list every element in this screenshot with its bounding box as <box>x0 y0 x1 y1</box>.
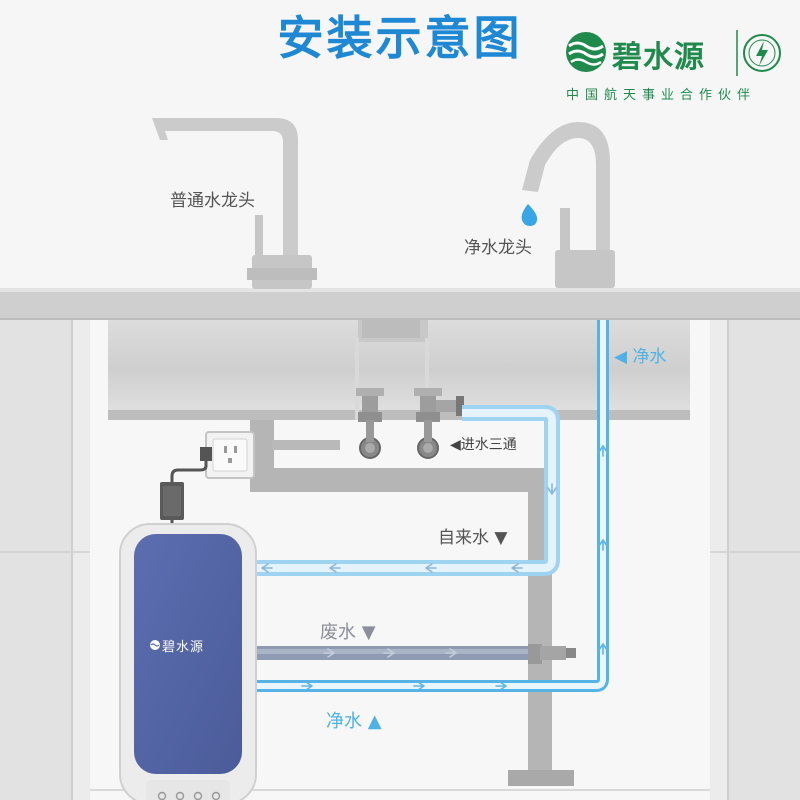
label-waste-water: 废水 ▼ <box>320 622 376 643</box>
label-tap-water: 自来水 ▼ <box>438 528 508 548</box>
cabinet-right-wall <box>728 318 800 800</box>
brand-slogan: 中国航天事业合作伙伴 <box>566 88 757 103</box>
label-purified-bottom: 净水 ▲ <box>326 711 382 732</box>
brand-name: 碧水源 <box>612 40 705 75</box>
cabinet-left-wall <box>0 318 72 800</box>
page-title: 安装示意图 <box>277 11 523 65</box>
label-purified-top: ◀ 净水 <box>614 347 667 367</box>
drain-pipe <box>250 420 574 786</box>
pure-water-pipe <box>248 320 609 692</box>
brand-logo-icon <box>566 32 606 72</box>
device-brand-label: 碧水源 <box>162 640 205 655</box>
sink <box>108 320 690 420</box>
power-adapter <box>160 447 212 528</box>
label-normal-faucet: 普通水龙头 <box>170 191 255 211</box>
label-inlet-tee: ◀进水三通 <box>450 437 517 453</box>
power-outlet-icon <box>205 431 255 479</box>
water-drop-icon <box>521 204 538 226</box>
angle-valve-right <box>414 388 464 459</box>
countertop <box>0 288 800 320</box>
water-purifier <box>119 523 257 800</box>
aerospace-emblem-icon <box>743 34 781 72</box>
normal-faucet <box>152 118 317 289</box>
device-front-panel <box>134 534 242 774</box>
label-purified-faucet: 净水龙头 <box>464 238 532 258</box>
angle-valve-left <box>356 388 384 459</box>
purified-faucet <box>521 122 615 288</box>
flow-arrow-icon <box>261 445 608 691</box>
inlet-tee <box>436 400 462 412</box>
